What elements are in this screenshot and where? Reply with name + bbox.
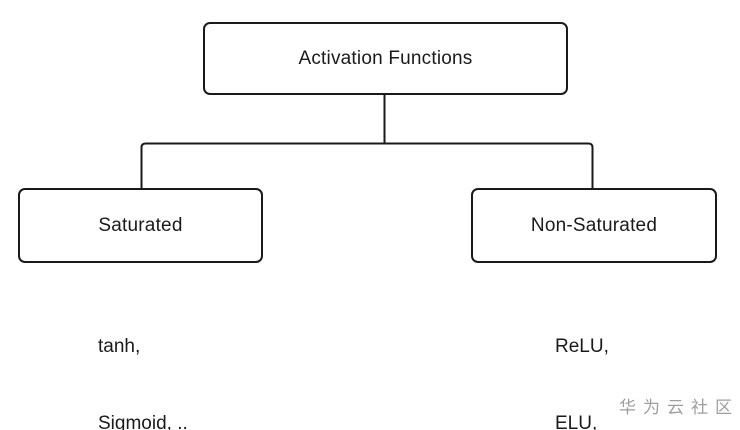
saturated-examples-list: tanh, Sigmoid, .. <box>98 283 188 430</box>
node-non-saturated: Non-Saturated <box>471 188 717 263</box>
node-label: Non-Saturated <box>530 214 658 236</box>
node-label: Activation Functions <box>298 47 473 69</box>
list-item: ELU, <box>555 412 598 430</box>
node-label: Saturated <box>98 214 183 236</box>
list-item: Sigmoid, .. <box>98 412 188 430</box>
node-activation-functions: Activation Functions <box>203 22 568 95</box>
non-saturated-examples-list: ReLU, ELU, Leaky ReLU, PReLU, RReLU, .. <box>555 283 665 430</box>
connector-branch <box>140 142 594 188</box>
node-saturated: Saturated <box>18 188 263 263</box>
list-item: ReLU, <box>555 336 609 357</box>
list-item: tanh, <box>98 336 141 357</box>
huawei-cloud-watermark: 华为云社区 <box>619 398 739 417</box>
